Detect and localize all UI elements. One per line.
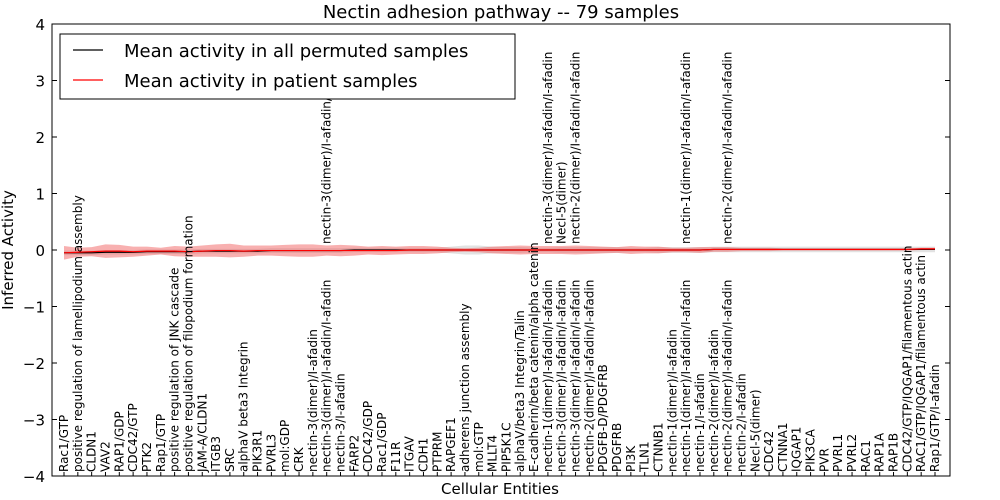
x-category-label: RAC1: [859, 440, 873, 472]
x-category-label: VAV2: [98, 441, 112, 472]
y-axis-label: Inferred Activity: [0, 190, 17, 310]
y-tick-label: 4: [35, 16, 45, 34]
chart-title: Nectin adhesion pathway -- 79 samples: [323, 2, 679, 23]
y-tick-label: 1: [35, 186, 45, 204]
x-category-label: PDGFB-D/PDGFRB: [596, 364, 610, 472]
x-category-label: SRC: [223, 448, 237, 472]
x-category-label: nectin-3/I-afadin: [334, 373, 348, 472]
x-category-label: Rap1/GTP: [154, 414, 168, 472]
x-category-label: CDC42/GTP/IQGAP1/filamentous actin: [900, 246, 914, 472]
x-category-label-upper: nectin-1(dimer)/I-afadin/I-afadin: [679, 52, 693, 244]
x-category-label: PVRL3: [264, 434, 278, 472]
x-category-label: CLDN1: [85, 431, 99, 472]
x-category-label: RAP1/GDP: [112, 411, 126, 472]
x-category-label: CTNNA1: [776, 422, 790, 472]
y-tick-label: −1: [23, 299, 45, 317]
series-band-1: [64, 243, 935, 260]
x-category-label: positive regulation of JNK cascade: [168, 268, 182, 472]
x-category-label: PVRL1: [831, 434, 845, 472]
x-category-label: mol:GDP: [278, 420, 292, 472]
legend-label-permuted: Mean activity in all permuted samples: [124, 41, 468, 62]
x-category-label: RAP1A: [873, 432, 887, 472]
x-category-label: nectin-1(dimer)/I-afadin/I-afadin: [679, 280, 693, 472]
x-category-label: Rap1/GTP/I-afadin: [928, 364, 942, 472]
x-category-label: nectin-3(dimer)/I-afadin/I-afadin: [569, 280, 583, 472]
legend-box: [59, 33, 516, 100]
y-tick-label: 2: [35, 129, 45, 147]
x-category-label: nectin-1(dimer)/I-afadin/I-afadin: [541, 280, 555, 472]
y-tick-label: −4: [23, 468, 45, 486]
legend-label-patient: Mean activity in patient samples: [124, 71, 418, 92]
x-category-label: nectin-3(dimer)/I-afadin/I-afadin: [555, 280, 569, 472]
x-axis-label: Cellular Entities: [441, 480, 559, 498]
legend: Mean activity in all permuted samples Me…: [59, 33, 516, 100]
x-category-label: PI3K: [624, 445, 638, 472]
x-category-label: nectin-3(dimer)/I-afadin/I-afadin: [320, 280, 334, 472]
x-category-label: Rac1/GDP: [375, 413, 389, 472]
x-category-label: nectin-1(dimer)/I-afadin: [665, 329, 679, 472]
x-category-label: ITGAV: [403, 435, 417, 472]
x-category-label: nectin-1/I-afadin: [693, 373, 707, 472]
x-category-label: CTNNB1: [651, 422, 665, 472]
x-category-label: E-cadherin/beta catenin/alpha catenin: [527, 242, 541, 472]
x-category-label: nectin-2(dimer)/I-afadin/I-afadin: [582, 280, 596, 472]
x-category-label: ITGB3: [209, 436, 223, 472]
x-category-label: CDC42/GTP: [126, 403, 140, 472]
x-category-label: alphaV beta3 Integrin: [237, 341, 251, 472]
x-category-label: positive regulation of filopodium format…: [181, 215, 195, 472]
x-category-label: PVRL2: [845, 434, 859, 472]
y-tick-label: 0: [35, 242, 45, 260]
y-tick-label: −3: [23, 412, 45, 430]
x-category-label: IQGAP1: [790, 427, 804, 472]
x-category-label: CDC42/GDP: [361, 401, 375, 472]
x-category-label-upper: nectin-3(dimer)/I-afadin/I-afadin: [320, 52, 334, 244]
x-category-label: mol:GTP: [472, 422, 486, 472]
x-category-label: RAC1/GTP/IQGAP1/filamentous actin: [914, 255, 928, 472]
x-category-label: CRK: [292, 446, 306, 472]
x-category-label: FARP2: [347, 435, 361, 472]
x-category-label: JAM-A/CLDN1: [195, 393, 209, 473]
series-line-1: [63, 248, 935, 254]
y-tick-label: −2: [23, 355, 45, 373]
x-category-label: PTK2: [140, 442, 154, 472]
y-tick-label: 3: [35, 73, 45, 91]
x-category-label: PIK3R1: [251, 430, 265, 472]
x-category-label: positive regulation of lamellipodium ass…: [71, 195, 85, 472]
x-category-label: MLLT4: [486, 435, 500, 472]
x-category-label: RAP1B: [887, 433, 901, 472]
x-category-label-upper: nectin-2(dimer)/I-afadin/I-afadin: [721, 52, 735, 244]
x-category-label-upper: nectin-2(dimer)/I-afadin/I-afadin: [569, 52, 583, 244]
x-category-label: CDH1: [416, 438, 430, 472]
x-category-label: alphaV/beta3 Integrin/Talin: [513, 310, 527, 472]
x-category-label: PVR: [817, 448, 831, 472]
x-category-label-upper: nectin-3(dimer)/I-afadin/I-afadin: [541, 52, 555, 244]
x-category-label: Rac1/GTP: [57, 415, 71, 472]
x-category-label: TLN1: [638, 441, 652, 473]
x-category-label: PDGFRB: [610, 423, 624, 472]
x-category-label: F11R: [389, 441, 403, 472]
x-category-label: PIK3CA: [804, 428, 818, 472]
x-category-label: adherens junction assembly: [458, 303, 472, 472]
x-category-label: PTPRM: [430, 432, 444, 473]
x-category-label: nectin-3(dimer)/I-afadin: [306, 329, 320, 472]
x-category-label: nectin-2(dimer)/I-afadin: [707, 329, 721, 472]
x-category-label: RAPGEF1: [444, 417, 458, 472]
x-category-label: Necl-5(dimer): [748, 389, 762, 472]
x-category-label: nectin-2/I-afadin: [734, 373, 748, 472]
x-category-label: nectin-2(dimer)/I-afadin/I-afadin: [721, 280, 735, 472]
x-category-label-upper: Necl-5(dimer): [555, 161, 569, 244]
x-category-label: CDC42: [762, 431, 776, 472]
x-category-label: PIP5K1C: [499, 422, 513, 472]
